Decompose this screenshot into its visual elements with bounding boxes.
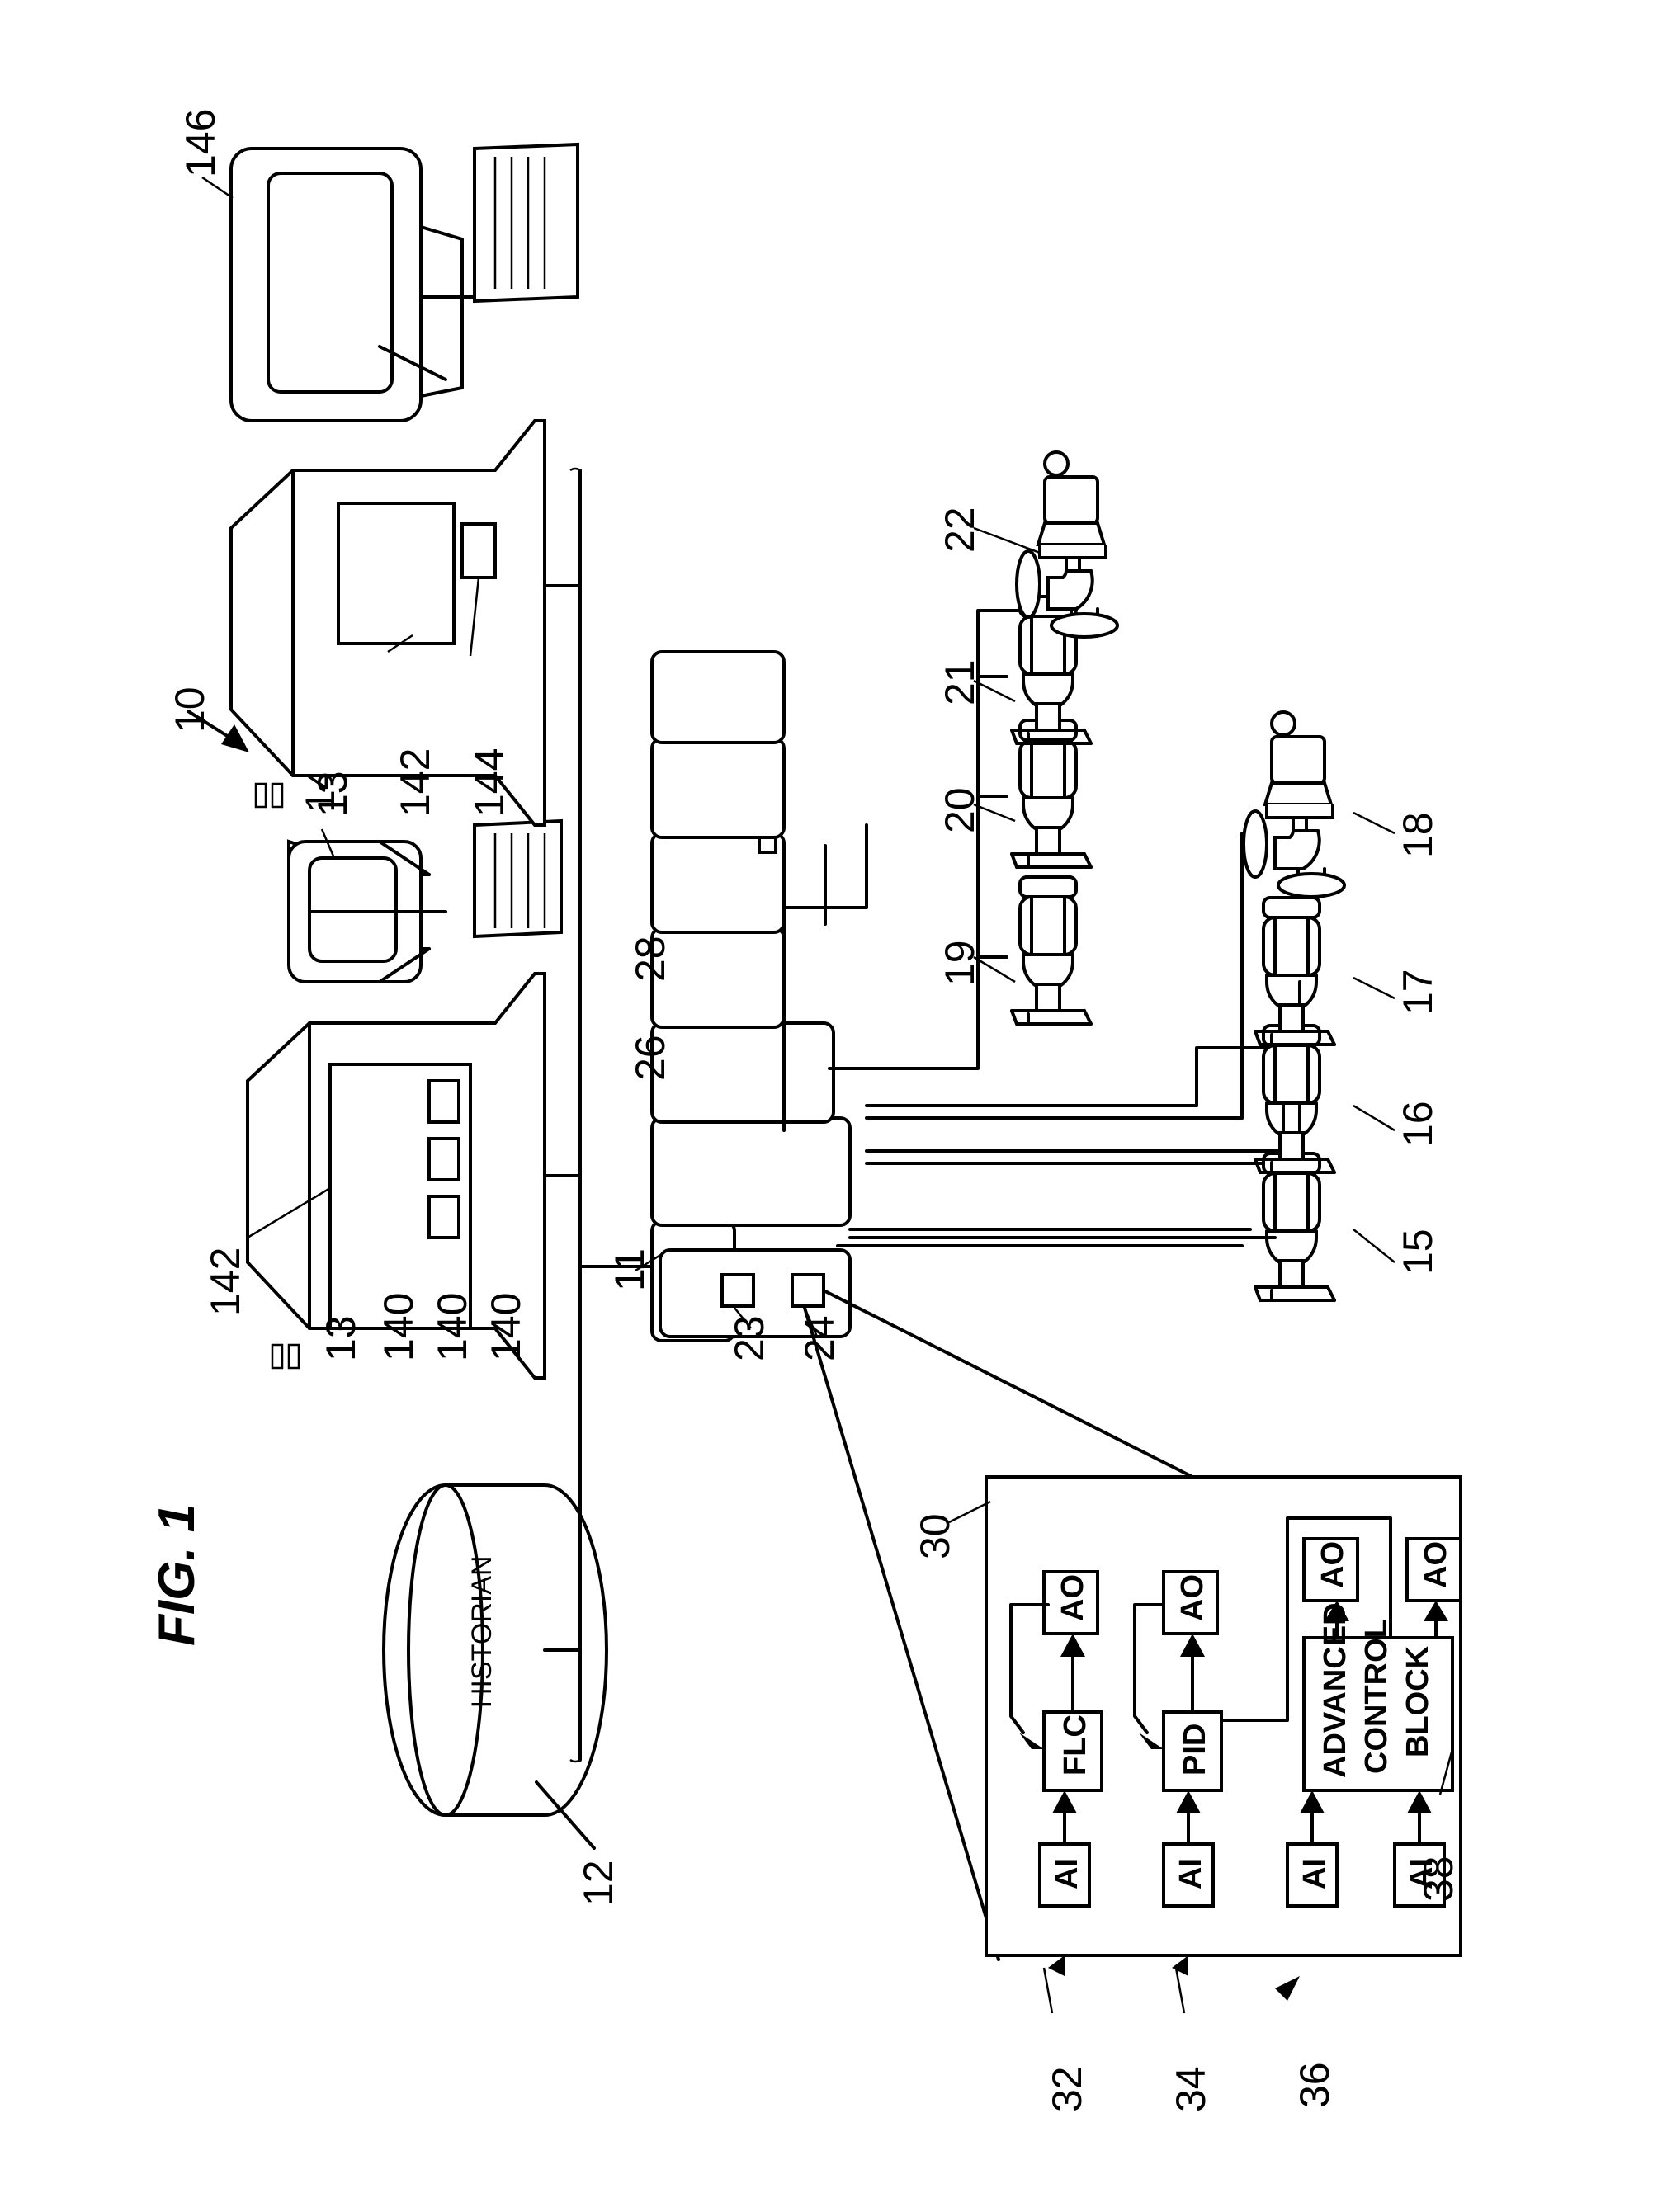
- zoom-line: [805, 1308, 999, 1960]
- application-box: [429, 1196, 459, 1238]
- app-ref: 140: [375, 1293, 422, 1361]
- ai-block-label: AI: [1050, 1858, 1084, 1889]
- device-ref: 17: [1395, 969, 1441, 1015]
- io-card-ref: 26: [627, 1035, 673, 1081]
- ao-block-label: AO: [1419, 1541, 1453, 1588]
- ao-block-label: AO: [1055, 1574, 1090, 1621]
- historian-label: HISTORIAN: [466, 1555, 498, 1708]
- processor-ref: 23: [726, 1315, 772, 1361]
- loop-ref: 34: [1168, 2066, 1214, 2112]
- ai-block-label: AI: [1174, 1858, 1208, 1889]
- transmitter-19: [1012, 877, 1091, 1024]
- data-highway: [570, 469, 580, 1762]
- processor-ref: 142: [392, 748, 438, 817]
- workstation-2: 13 142 144 146: [177, 109, 580, 825]
- controller: 11 26 28 23 24: [580, 652, 850, 1361]
- ao-block-label: AO: [1315, 1541, 1350, 1588]
- advanced-control-block-label: BLOCK: [1400, 1645, 1435, 1757]
- device-ref: 15: [1395, 1229, 1441, 1275]
- ao-block-label: AO: [1175, 1574, 1210, 1621]
- pid-block-label: PID: [1178, 1724, 1212, 1776]
- historian-database: HISTORIAN 12: [384, 1485, 621, 1906]
- zoom-line: [825, 1291, 1192, 1477]
- display-ref: 146: [177, 109, 224, 177]
- device-ref: 19: [937, 940, 983, 986]
- device-ref: 18: [1395, 812, 1441, 858]
- system-ref-label: 10: [167, 686, 213, 733]
- function-block-diagram: 30 AI FLC AO 32 AI PID: [912, 1477, 1462, 2112]
- device-ref: 20: [937, 787, 983, 833]
- app-ref: 140: [429, 1293, 475, 1361]
- application-box: [429, 1139, 459, 1180]
- io-card-ref: 28: [627, 936, 673, 982]
- processor-box: [722, 1275, 753, 1306]
- processor-ref: 142: [202, 1247, 248, 1316]
- workstation-2-ref: 13: [309, 771, 356, 817]
- transmitter-15: [1255, 1153, 1334, 1300]
- ai-block-label: AI: [1297, 1858, 1332, 1889]
- transmitter-17: [1255, 898, 1334, 1045]
- advanced-control-block-label: CONTROL: [1359, 1619, 1394, 1774]
- field-device-labels: 15 16 17 18 19 20 21 22: [937, 507, 1441, 1275]
- workstation-1: 13 140 140 140 142 146: [202, 744, 580, 1378]
- valve-22: [1017, 452, 1117, 637]
- loop-ref: 36: [1292, 2062, 1338, 2108]
- device-ref: 16: [1395, 1101, 1441, 1147]
- figure-title: FIG. 1: [149, 1504, 205, 1646]
- flc-block-label: FLC: [1058, 1714, 1093, 1776]
- app-ref: 140: [483, 1293, 529, 1361]
- controller-ref: 11: [607, 1248, 653, 1291]
- historian-ref: 12: [575, 1860, 621, 1906]
- application-box: [429, 1081, 459, 1122]
- memory-ref: 144: [466, 748, 512, 817]
- workstation-1-ref: 13: [318, 1315, 364, 1361]
- memory-box: [792, 1275, 824, 1306]
- field-bus: [829, 611, 1032, 1068]
- loop-ref: 32: [1044, 2066, 1090, 2112]
- valve-18: [1244, 712, 1344, 897]
- advanced-block-ref: 38: [1415, 1856, 1462, 1902]
